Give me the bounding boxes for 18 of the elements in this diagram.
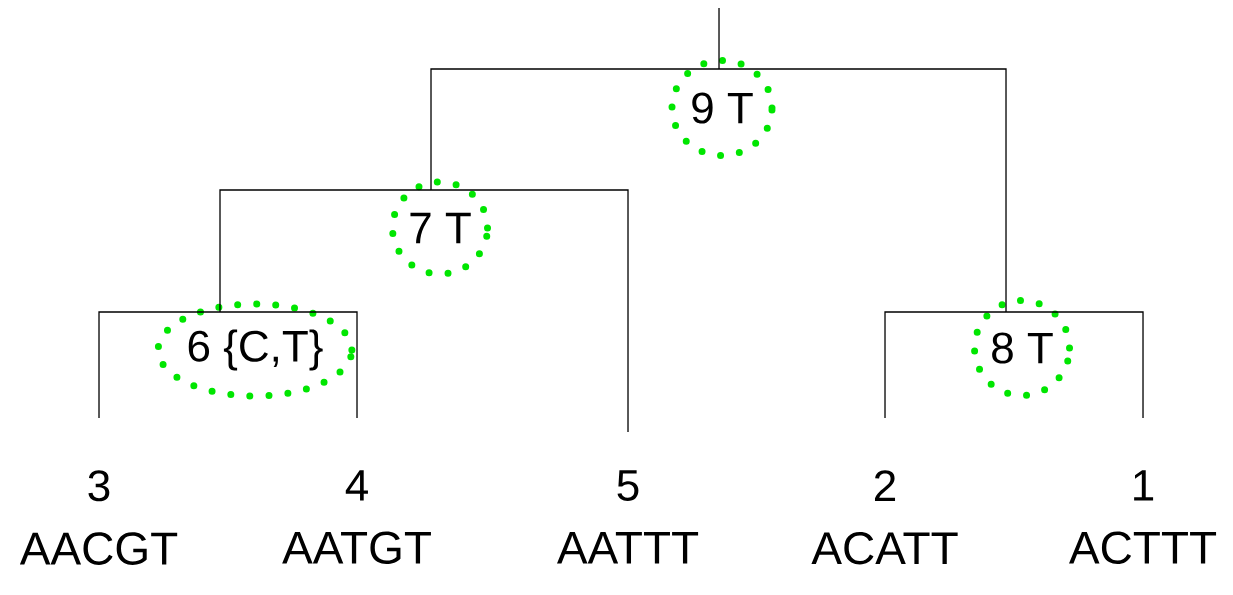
branch-line [430, 68, 720, 191]
leaf-label: 5 AATTT [557, 470, 699, 564]
leaf-label: 4 AATGT [282, 470, 431, 565]
branch-line [219, 189, 432, 313]
branch-line [98, 311, 221, 419]
branch-line [718, 68, 1007, 313]
ancestor-label: 8 T [971, 297, 1073, 399]
branch-line [1005, 311, 1144, 419]
ancestor-label: 6 {C,T} [154, 300, 356, 400]
ancestor-label: 7 T [389, 178, 491, 278]
root-line [718, 7, 720, 70]
leaf-label: 2 ACATT [811, 470, 958, 565]
leaf-label: 3 AACGT [19, 470, 178, 565]
branch-line [219, 311, 358, 419]
leaf-label: 1 ACTTT [1069, 470, 1217, 565]
branch-line [430, 189, 629, 433]
ancestor-label: 9 T [668, 57, 776, 159]
branch-line [884, 311, 1007, 419]
